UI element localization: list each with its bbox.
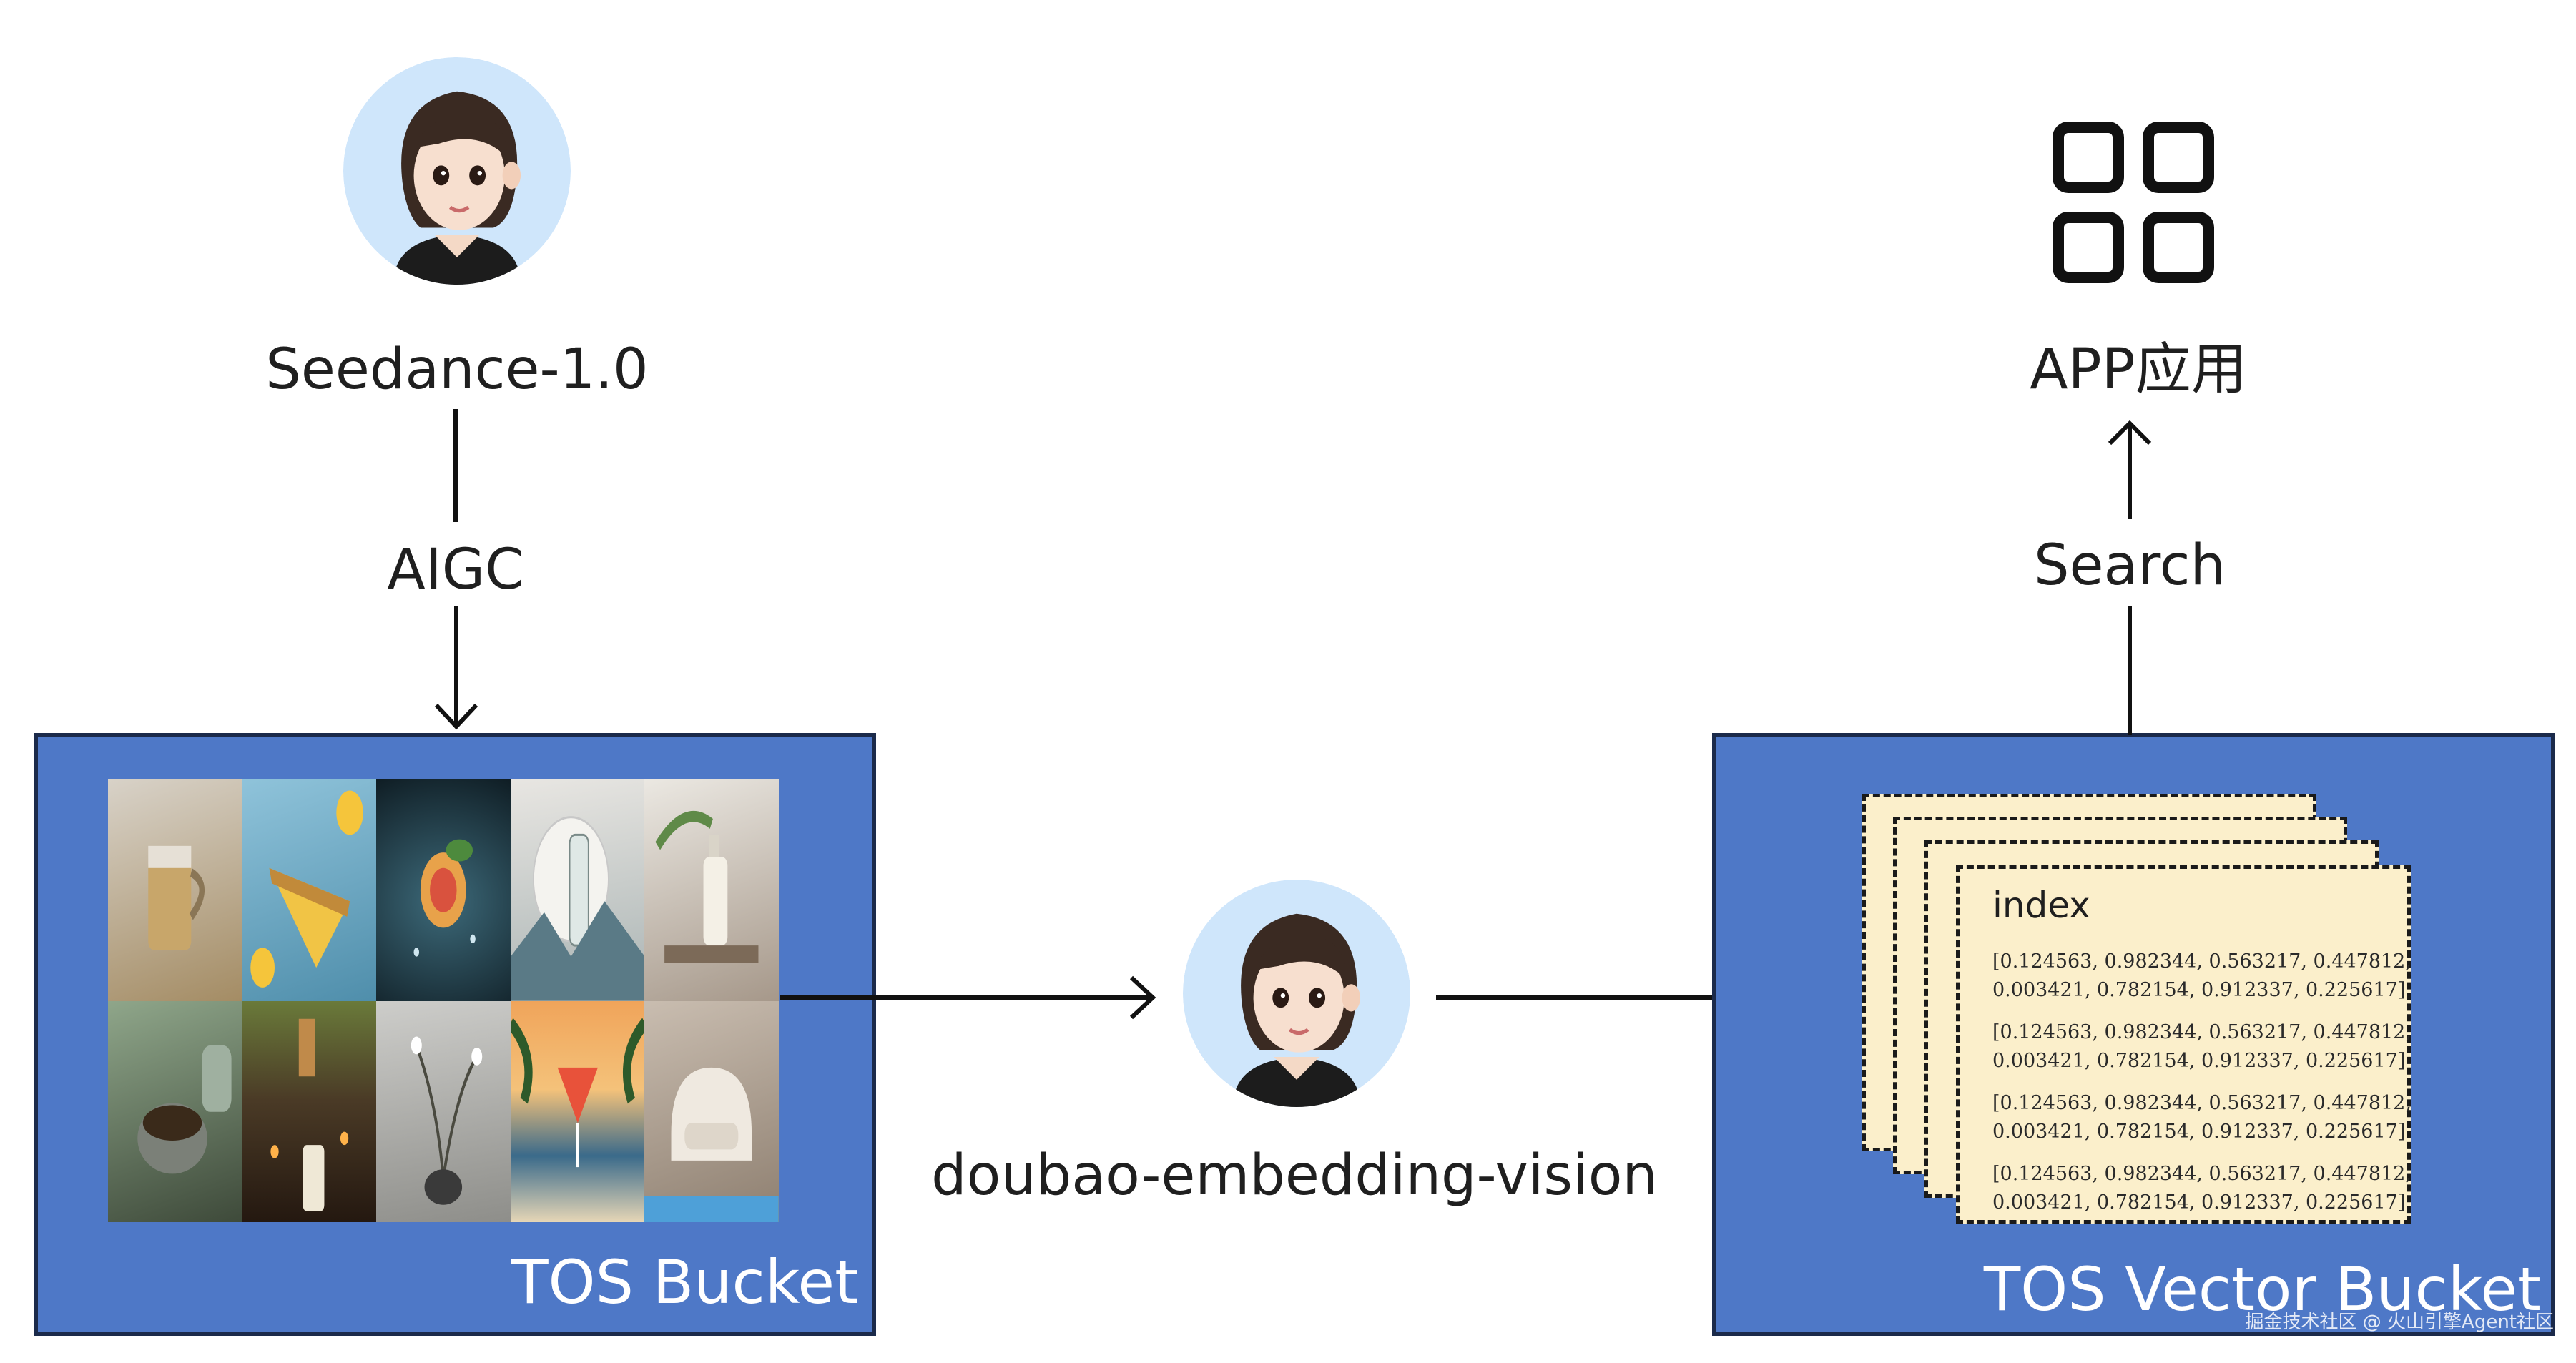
- image-liquor-forest: [242, 1001, 377, 1223]
- app-grid-icon: [2051, 120, 2216, 285]
- cup-icon: [108, 1001, 242, 1223]
- tos-vector-bucket: index [0.124563, 0.982344, 0.563217, 0.4…: [1712, 733, 2555, 1336]
- vector-entry: [0.124563, 0.982344, 0.563217, 0.447812,…: [1992, 1089, 2379, 1146]
- connector-line: [453, 409, 458, 522]
- embedding-label: doubao-embedding-vision: [931, 1148, 1658, 1204]
- watermark: 掘金技术社区 @ 火山引擎Agent社区: [2246, 1307, 2555, 1334]
- image-teapot: [108, 779, 242, 1001]
- image-chair: [644, 1001, 779, 1223]
- image-tea-cup: [108, 1001, 242, 1223]
- image-lemon-tart: [242, 779, 377, 1001]
- chair-icon: [644, 1001, 779, 1223]
- avatar-icon: [343, 57, 571, 285]
- tart-icon: [242, 779, 377, 1001]
- image-beach-cocktail: [511, 1001, 645, 1223]
- vector-entry: [0.124563, 0.982344, 0.563217, 0.447812,…: [1992, 1160, 2379, 1217]
- image-lotion: [644, 779, 779, 1001]
- index-title: index: [1992, 887, 2379, 923]
- lotion-icon: [644, 779, 779, 1001]
- app-label: APP应用: [2030, 342, 2246, 398]
- connector-line: [2128, 606, 2132, 735]
- embedding-avatar: [1183, 880, 1410, 1107]
- liquor-icon: [242, 1001, 377, 1223]
- search-label: Search: [2034, 538, 2226, 594]
- seedance-avatar: [343, 57, 571, 285]
- tos-bucket: TOS Bucket: [34, 733, 876, 1336]
- vector-entry: [0.124563, 0.982344, 0.563217, 0.447812,…: [1992, 948, 2379, 1005]
- image-peach-water: [376, 779, 511, 1001]
- image-grid: [108, 779, 779, 1222]
- bottle-icon: [511, 779, 645, 1001]
- arrow-icon: [780, 973, 1159, 1023]
- cocktail-icon: [511, 1001, 645, 1223]
- seedance-label: Seedance-1.0: [265, 342, 648, 398]
- image-ikebana: [376, 1001, 511, 1223]
- avatar-icon: [1183, 880, 1410, 1107]
- peach-icon: [376, 779, 511, 1001]
- tos-bucket-label: TOS Bucket: [511, 1252, 858, 1312]
- flower-icon: [376, 1001, 511, 1223]
- teapot-icon: [108, 779, 242, 1001]
- image-bottle-landscape: [511, 779, 645, 1001]
- vector-entry: [0.124563, 0.982344, 0.563217, 0.447812,…: [1992, 1018, 2379, 1076]
- aigc-label: AIGC: [387, 542, 523, 598]
- index-card: index [0.124563, 0.982344, 0.563217, 0.4…: [1956, 865, 2411, 1224]
- arrow-icon: [429, 606, 483, 732]
- arrow-icon: [2103, 419, 2157, 519]
